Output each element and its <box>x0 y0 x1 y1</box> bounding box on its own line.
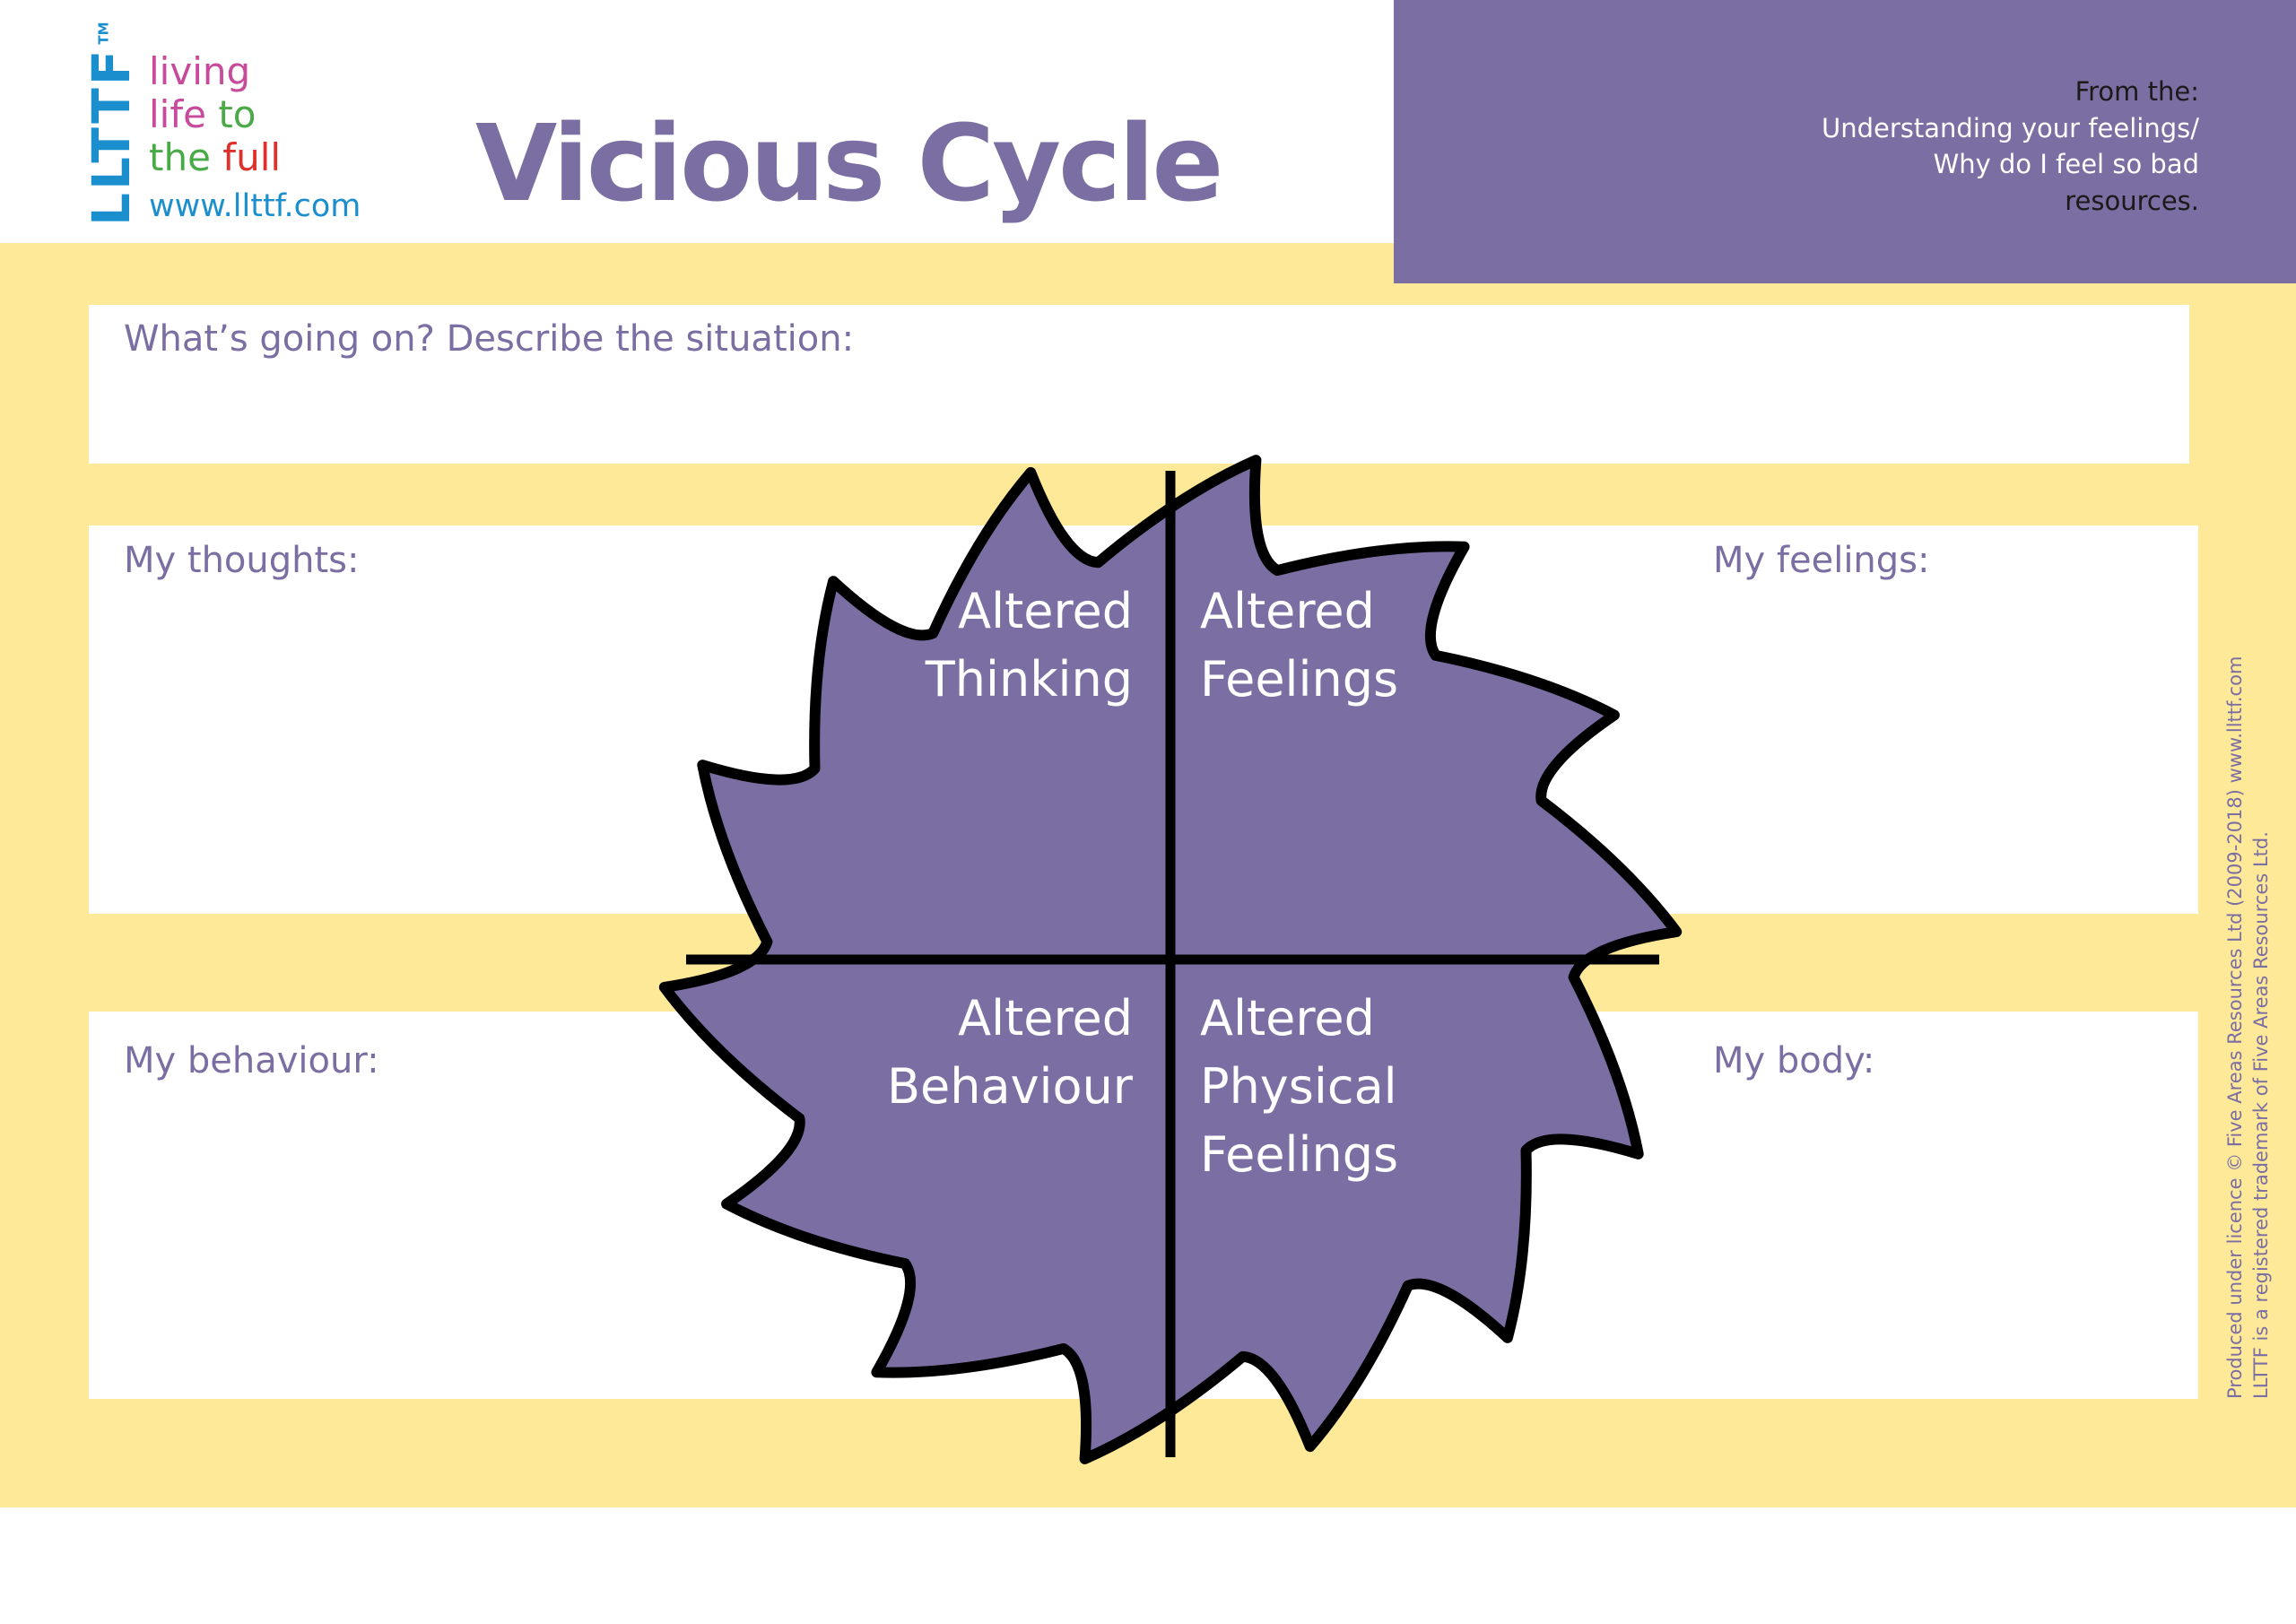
quadrant-label-line: Altered <box>958 990 1133 1046</box>
quadrant-label-line: Behaviour <box>886 1058 1133 1115</box>
quadrant-altered-behaviour: Altered Behaviour <box>864 985 1133 1121</box>
logo-url: www.llttf.com <box>149 188 361 224</box>
source-info-box: From the: Understanding your feelings/ W… <box>1394 0 2296 283</box>
copyright-notice: Produced under licence © Five Areas Reso… <box>2222 656 2274 1399</box>
source-line: Why do I feel so bad <box>1933 149 2199 179</box>
situation-prompt: What’s going on? Describe the situation: <box>124 318 855 360</box>
source-line: resources. <box>2065 186 2199 216</box>
logo-word-life: life <box>149 92 206 136</box>
quadrant-altered-feelings: Altered Feelings <box>1200 578 1469 714</box>
page-title: Vicious Cycle <box>475 101 1223 225</box>
behaviour-prompt: My behaviour: <box>124 1040 379 1081</box>
logo-line-3: the full <box>149 136 281 179</box>
logo-word-the: the <box>149 135 211 179</box>
logo-line-2: life to <box>149 93 257 136</box>
copyright-line: Produced under licence © Five Areas Reso… <box>2224 656 2246 1399</box>
copyright-line: LLTTF is a registered trademark of Five … <box>2250 831 2272 1399</box>
logo-word-to: to <box>218 92 257 136</box>
logo-word-full: full <box>222 135 282 179</box>
source-line: Understanding your feelings/ <box>1822 113 2199 143</box>
thoughts-prompt: My thoughts: <box>124 540 360 581</box>
body-prompt: My body: <box>1713 1040 1875 1081</box>
quadrant-label-line: Thinking <box>925 651 1133 708</box>
quadrant-label-line: Altered <box>958 583 1133 639</box>
quadrant-label-line: Physical <box>1200 1058 1397 1115</box>
quadrant-label-line: Feelings <box>1200 1126 1399 1183</box>
quadrant-altered-physical-feelings: Altered Physical Feelings <box>1200 985 1496 1189</box>
quadrant-altered-thinking: Altered Thinking <box>906 578 1133 714</box>
quadrant-label-line: Altered <box>1200 990 1375 1046</box>
quadrant-label-line: Altered <box>1200 583 1375 639</box>
situation-panel[interactable] <box>89 305 2189 464</box>
quadrant-label-line: Feelings <box>1200 651 1399 708</box>
logo-word-living: living <box>149 49 251 93</box>
source-line: From the: <box>2074 76 2199 107</box>
feelings-prompt: My feelings: <box>1713 540 1930 581</box>
